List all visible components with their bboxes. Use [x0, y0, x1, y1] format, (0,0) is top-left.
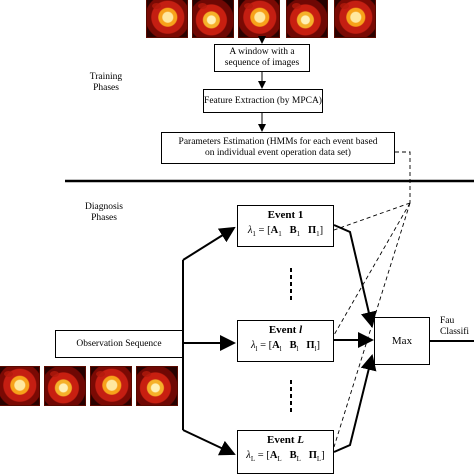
arrow-event-1-to-max — [333, 224, 377, 328]
matrix-b: B — [289, 340, 297, 351]
equals-bracket: = [ — [255, 450, 270, 461]
matrix-subscript: 1 — [316, 230, 320, 239]
arrow-to-event-1 — [182, 226, 236, 261]
lambda-subscript: 1 — [252, 230, 256, 239]
event-title-index: l — [299, 324, 303, 336]
matrix-subscript: l — [296, 345, 299, 354]
arrow-event-L-to-max — [333, 354, 377, 453]
event-title-text: Event — [267, 434, 298, 446]
matrix-pi: Π — [306, 340, 315, 351]
observation-sequence-box: Observation Sequence — [55, 330, 183, 358]
dashed-link — [333, 202, 411, 231]
event-box-L: Event L λL = [AL BL ΠL] — [237, 430, 334, 474]
thermal-image-frame-icon — [0, 366, 40, 406]
event-title-index: L — [297, 434, 304, 446]
dashed-link — [333, 202, 411, 336]
thermal-image-frame-icon — [136, 366, 178, 406]
close-bracket: ] — [316, 340, 321, 351]
close-bracket: ] — [321, 450, 325, 461]
matrix-subscript: l — [314, 345, 317, 354]
feature-extraction-box: Feature Extraction (by MPCA) — [203, 89, 323, 113]
lambda-symbol: λ — [246, 450, 251, 461]
training-phases-label: Training Phases — [89, 72, 123, 93]
arrow-to-event-L — [182, 429, 236, 456]
thermal-image-frame-icon — [90, 366, 132, 406]
thermal-image-frame-icon — [238, 0, 280, 38]
matrix-subscript: L — [296, 455, 301, 464]
equals-bracket: = [ — [255, 225, 271, 236]
matrix-b: B — [289, 225, 297, 236]
event-box-l: Event l λl = [Al Bl Πl] — [237, 320, 334, 362]
max-box: Max — [374, 317, 430, 365]
event-title: Event L — [238, 434, 333, 446]
matrix-pi: Π — [307, 225, 317, 236]
event-formula: λl = [Al Bl Πl] — [238, 340, 333, 353]
diagnosis-phases-label: Diagnosis Phases — [85, 202, 123, 223]
event-title: Event l — [238, 324, 333, 336]
event-title-text: Event — [268, 324, 300, 336]
event-formula: λL = [AL BL ΠL] — [238, 450, 333, 463]
matrix-b: B — [289, 450, 297, 461]
equals-bracket: = [ — [257, 340, 273, 351]
lambda-subscript: L — [250, 455, 256, 464]
event-formula: λ1 = [A1 B1 Π1] — [238, 225, 333, 238]
event-box-1: Event 1 λ1 = [A1 B1 Π1] — [237, 205, 334, 247]
matrix-subscript: 1 — [296, 230, 301, 239]
matrix-a: A — [270, 225, 279, 236]
window-box: A window with a sequence of images — [214, 44, 310, 72]
thermal-image-frame-icon — [192, 0, 234, 38]
lambda-symbol: λ — [250, 340, 256, 351]
fault-classification-label: Fau Classifi — [440, 316, 470, 337]
close-bracket: ] — [319, 225, 324, 236]
thermal-image-frame-icon — [146, 0, 188, 38]
dashed-link — [395, 151, 411, 203]
thermal-image-frame-icon — [334, 0, 376, 38]
event-title: Event 1 — [267, 209, 304, 221]
matrix-subscript: L — [277, 455, 282, 464]
matrix-a: A — [269, 450, 278, 461]
lambda-symbol: λ — [247, 225, 253, 236]
thermal-image-frame-icon — [286, 0, 328, 38]
matrix-subscript: 1 — [278, 230, 282, 239]
lambda-subscript: l — [255, 345, 258, 354]
parameters-estimation-box: Parameters Estimation (HMMs for each eve… — [161, 132, 395, 164]
matrix-pi: Π — [308, 450, 317, 461]
matrix-a: A — [272, 340, 280, 351]
matrix-subscript: L — [316, 455, 322, 464]
matrix-subscript: l — [279, 345, 282, 354]
thermal-image-frame-icon — [44, 366, 86, 406]
